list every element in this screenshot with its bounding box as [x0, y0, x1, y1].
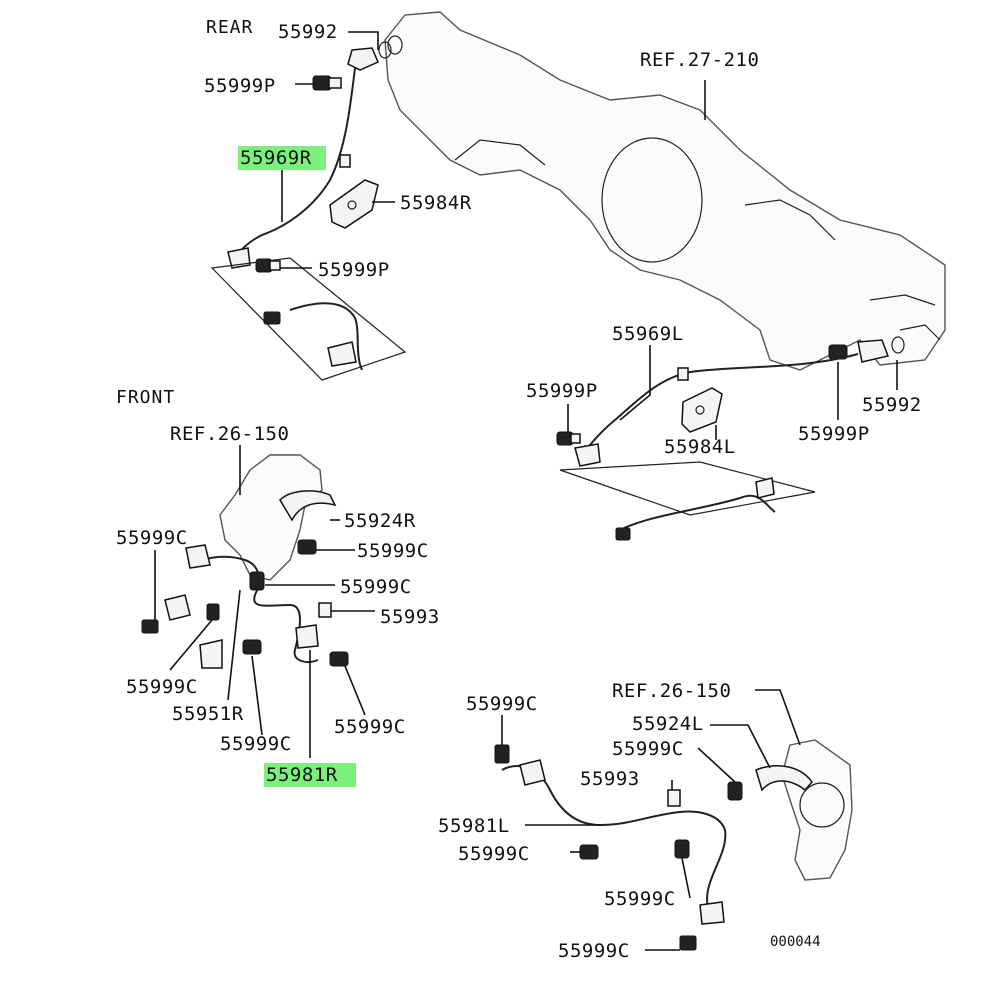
part-label-55999c-i: 55999C: [458, 843, 530, 865]
part-label-55999p-right: 55999P: [798, 423, 870, 445]
part-label-55999c-c: 55999C: [340, 576, 412, 598]
ref-label-27-210: REF.27-210: [640, 49, 759, 71]
highlight-55981r: [264, 763, 356, 787]
part-label-55999c-k: 55999C: [558, 940, 630, 962]
part-label-55999c-g: 55999C: [466, 693, 538, 715]
part-label-55999c-a: 55999C: [116, 527, 188, 549]
part-label-55981r: 55981R: [266, 764, 338, 786]
part-label-55984r: 55984R: [400, 192, 472, 214]
ref-label-26-150-front-left: REF.26-150: [612, 680, 731, 702]
leader-lines: [154, 31, 898, 951]
section-label-rear: REAR: [206, 17, 253, 38]
part-label-55993-right: 55993: [380, 606, 440, 628]
part-label-55992-rear-right: 55992: [278, 21, 338, 43]
section-label-front: FRONT: [116, 387, 175, 408]
part-label-55999c-e: 55999C: [334, 716, 406, 738]
rear-left-sensor-assembly: [556, 339, 890, 541]
part-label-55999c-j: 55999C: [604, 888, 676, 910]
part-label-55969l: 55969L: [612, 323, 684, 345]
part-label-55924l: 55924L: [632, 713, 704, 735]
part-label-55951r: 55951R: [172, 703, 244, 725]
ref-label-26-150-front-right: REF.26-150: [170, 423, 289, 445]
highlight-55969r: [238, 146, 326, 170]
front-right-sensor-assembly: [141, 454, 349, 669]
part-label-55999p-mid: 55999P: [318, 259, 390, 281]
part-label-55999p-top: 55999P: [204, 75, 276, 97]
part-label-55981l: 55981L: [438, 815, 510, 837]
part-label-55999p-left: 55999P: [526, 380, 598, 402]
part-label-55993-left: 55993: [580, 768, 640, 790]
part-label-55984l: 55984L: [664, 436, 736, 458]
part-label-55924r: 55924R: [344, 510, 416, 532]
part-label-55999c-f: 55999C: [220, 733, 292, 755]
part-label-55969r: 55969R: [240, 147, 312, 169]
part-label-55999c-b: 55999C: [357, 540, 429, 562]
diagram-code: 000044: [770, 934, 821, 950]
part-label-55999c-d: 55999C: [126, 676, 198, 698]
part-label-55992-rear-left: 55992: [862, 394, 922, 416]
front-left-sensor-assembly: [494, 739, 853, 951]
rear-right-sensor-assembly: [210, 41, 407, 381]
rear-axle-housing-outline: [384, 11, 946, 371]
part-label-55999c-h: 55999C: [612, 738, 684, 760]
